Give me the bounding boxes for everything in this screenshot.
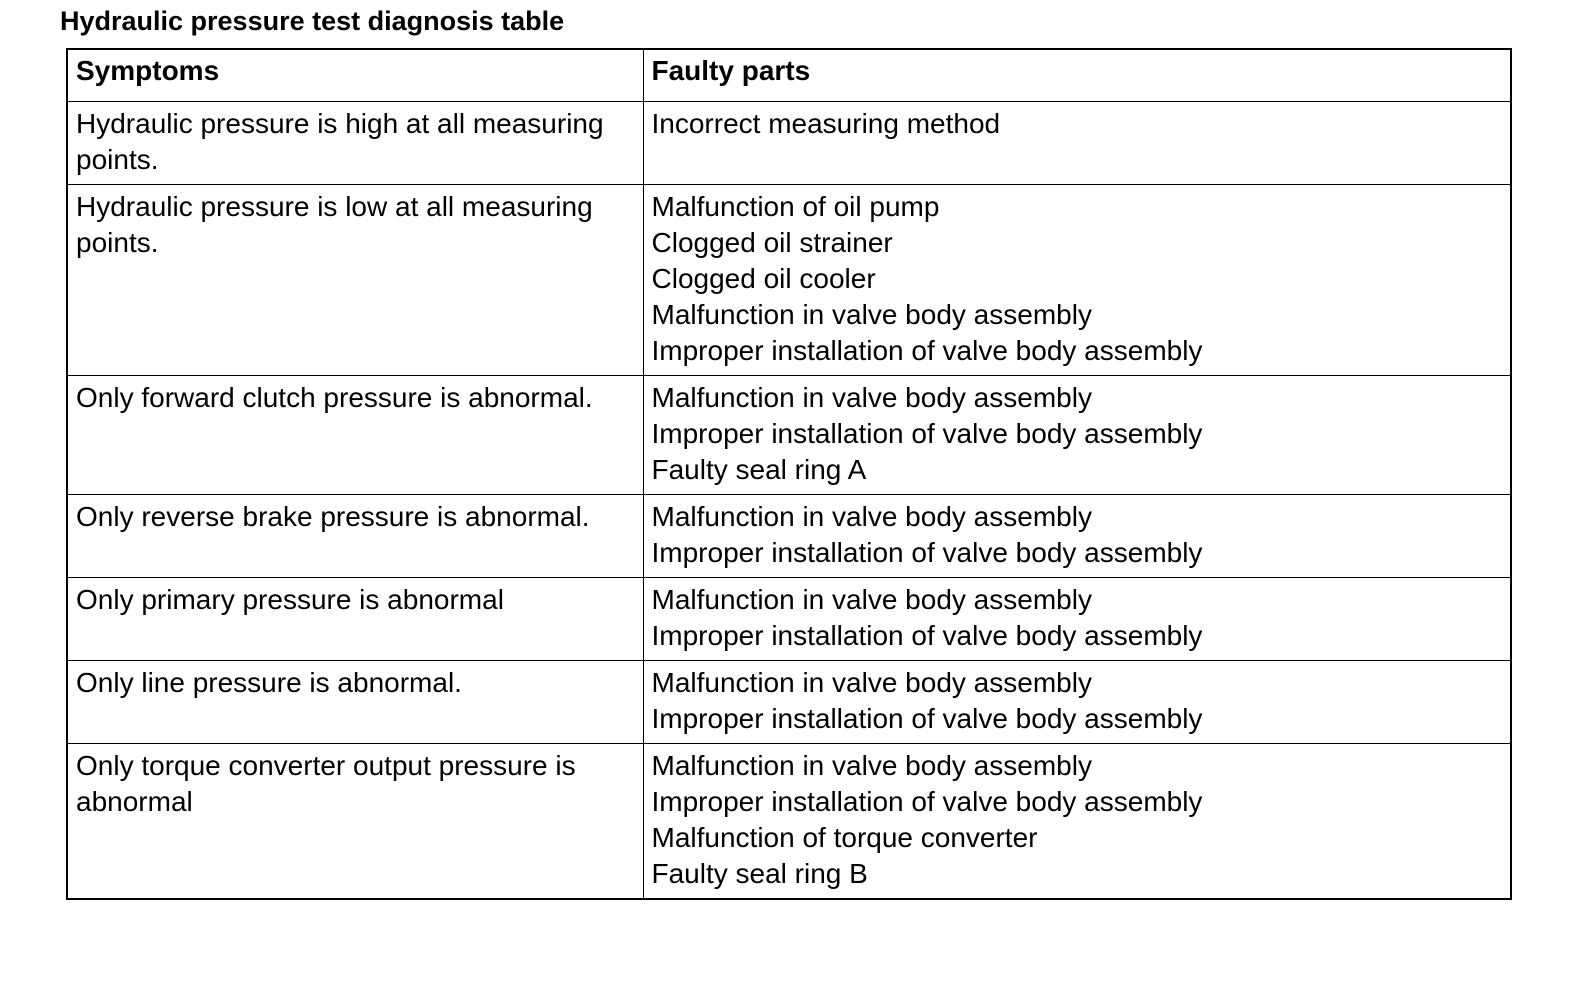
header-faulty-parts: Faulty parts	[642, 48, 1512, 102]
symptom-cell: Hydraulic pressure is high at all measur…	[66, 101, 644, 185]
faulty-part-item: Incorrect measuring method	[651, 108, 1001, 139]
faulty-part-item: Clogged oil strainer	[651, 227, 893, 258]
faulty-part-item: Improper installation of valve body asse…	[651, 418, 1203, 449]
faulty-part-item: Malfunction in valve body assembly	[651, 299, 1092, 330]
table-row: Only torque converter output pressure is…	[66, 743, 1512, 900]
symptom-text: Only primary pressure is abnormal	[76, 584, 504, 615]
faulty-part-item: Improper installation of valve body asse…	[651, 703, 1203, 734]
symptom-text: Only line pressure is abnormal.	[76, 667, 462, 698]
faulty-part-item: Clogged oil cooler	[651, 263, 876, 294]
faulty-parts-cell: Incorrect measuring method	[642, 101, 1512, 185]
symptom-text: Only reverse brake pressure is abnormal.	[76, 501, 590, 532]
symptom-cell: Only forward clutch pressure is abnormal…	[66, 375, 644, 495]
table-row: Only primary pressure is abnormal Malfunc…	[66, 577, 1512, 661]
faulty-part-item: Malfunction in valve body assembly	[651, 382, 1092, 413]
diagnosis-table: Symptoms Faulty parts Hydraulic pressure…	[66, 48, 1512, 900]
faulty-part-item: Malfunction of torque converter	[651, 822, 1038, 853]
faulty-part-item: Faulty seal ring B	[651, 858, 868, 889]
table-row: Hydraulic pressure is high at all measur…	[66, 101, 1512, 185]
table-title: Hydraulic pressure test diagnosis table	[60, 6, 565, 36]
faulty-part-item: Improper installation of valve body asse…	[651, 335, 1203, 366]
table-header-row: Symptoms Faulty parts	[66, 48, 1512, 102]
table-body: Hydraulic pressure is high at all measur…	[66, 101, 1512, 900]
faulty-part-item: Improper installation of valve body asse…	[651, 620, 1203, 651]
symptom-cell: Only primary pressure is abnormal	[66, 577, 644, 661]
faulty-part-item: Improper installation of valve body asse…	[651, 786, 1203, 817]
symptom-text: Hydraulic pressure is high at all measur…	[76, 108, 604, 175]
table-row: Hydraulic pressure is low at all measuri…	[66, 184, 1512, 376]
faulty-part-item: Malfunction of oil pump	[651, 191, 940, 222]
table-row: Only forward clutch pressure is abnormal…	[66, 375, 1512, 495]
faulty-part-item: Improper installation of valve body asse…	[651, 537, 1203, 568]
symptom-cell: Only reverse brake pressure is abnormal.	[66, 494, 644, 578]
symptom-cell: Only torque converter output pressure is…	[66, 743, 644, 900]
table-row: Only line pressure is abnormal. Malfuncti…	[66, 660, 1512, 744]
symptom-cell: Hydraulic pressure is low at all measuri…	[66, 184, 644, 376]
faulty-part-item: Malfunction in valve body assembly	[651, 501, 1092, 532]
table-row: Only reverse brake pressure is abnormal.…	[66, 494, 1512, 578]
symptom-text: Only torque converter output pressure is…	[76, 750, 576, 817]
symptom-text: Hydraulic pressure is low at all measuri…	[76, 191, 593, 258]
header-symptoms: Symptoms	[66, 48, 644, 102]
faulty-part-item: Malfunction in valve body assembly	[651, 667, 1092, 698]
symptom-text: Only forward clutch pressure is abnormal…	[76, 382, 593, 413]
symptom-cell: Only line pressure is abnormal.	[66, 660, 644, 744]
faulty-part-item: Malfunction in valve body assembly	[651, 750, 1092, 781]
faulty-part-item: Faulty seal ring A	[651, 454, 867, 485]
faulty-part-item: Malfunction in valve body assembly	[651, 584, 1092, 615]
